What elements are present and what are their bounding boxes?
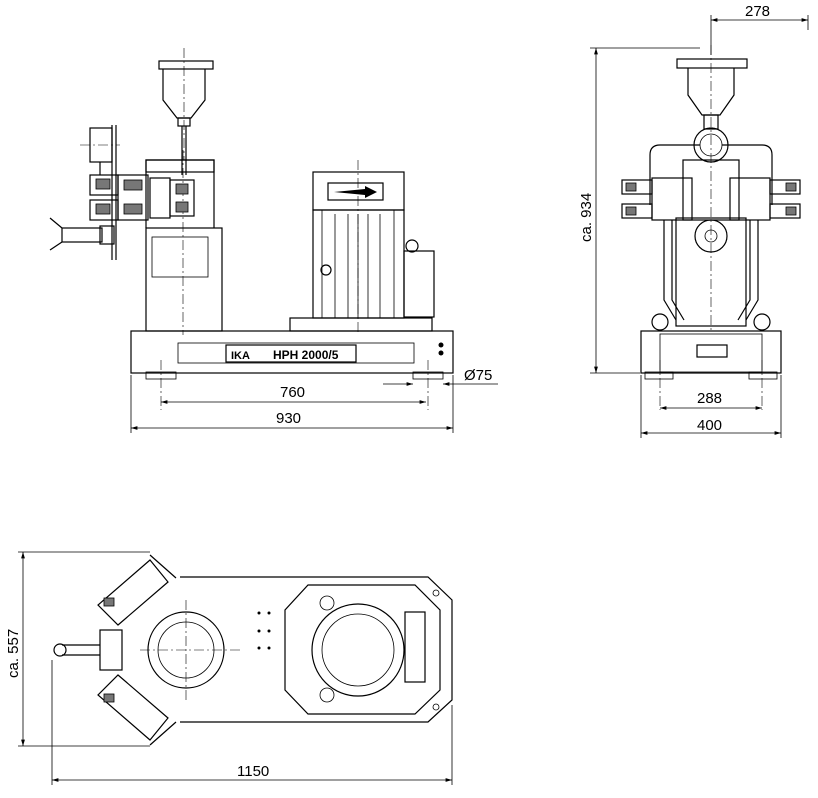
pump-housing bbox=[145, 227, 223, 332]
dim-diameter: Ø75 bbox=[464, 367, 492, 384]
valve-block bbox=[89, 174, 195, 221]
nameplate bbox=[225, 344, 357, 363]
dim-1150: 1150 bbox=[237, 763, 269, 780]
dim-288: 288 bbox=[697, 390, 722, 407]
front-view: 760 930 Ø75 bbox=[49, 48, 498, 433]
top-view: ca. 557 1150 bbox=[5, 551, 453, 785]
dim-depth: ca. 557 bbox=[5, 629, 22, 678]
top-frame bbox=[180, 576, 453, 723]
dim-760: 760 bbox=[280, 384, 305, 401]
nameplate-logo: IKA bbox=[231, 350, 250, 362]
motor-top bbox=[311, 603, 405, 697]
rotation-arrow-plate bbox=[327, 182, 384, 201]
dim-400: 400 bbox=[697, 417, 722, 434]
hopper-lid bbox=[158, 60, 214, 70]
handwheel bbox=[49, 217, 115, 251]
motor bbox=[289, 160, 435, 335]
dim-278: 278 bbox=[745, 3, 770, 20]
side-plate bbox=[696, 344, 728, 358]
side-base bbox=[640, 330, 782, 374]
dim-height: ca. 934 bbox=[578, 193, 595, 242]
dim-930: 930 bbox=[276, 410, 301, 427]
side-view: 278 ca. 934 288 400 bbox=[578, 3, 809, 438]
nameplate-model: HPH 2000/5 bbox=[273, 348, 339, 362]
